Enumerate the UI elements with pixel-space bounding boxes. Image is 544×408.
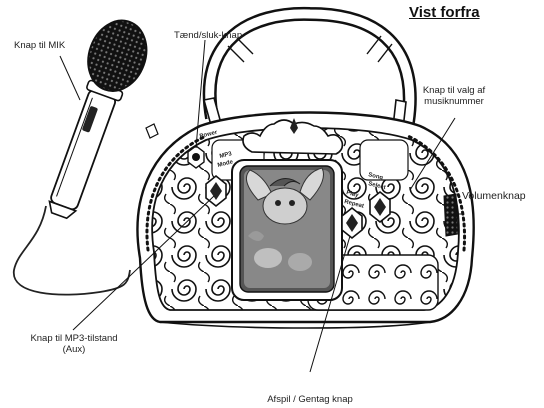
- label-mp3-mode: Knap til MP3-tilstand (Aux): [18, 333, 130, 355]
- label-microphone: Knap til MIK: [14, 40, 65, 51]
- microphone-icon: [14, 12, 156, 294]
- label-volume: Volumenknap: [462, 191, 526, 202]
- label-song-select-line1: Knap til valg af: [398, 85, 510, 96]
- label-power-switch: Tænd/sluk-knap: [174, 30, 242, 41]
- label-song-select: Knap til valg af musiknummer: [398, 85, 510, 107]
- label-play-repeat: Afspil / Gentag knap: [240, 394, 380, 405]
- label-mp3-mode-line2: (Aux): [18, 344, 130, 355]
- label-mp3-mode-line1: Knap til MP3-tilstand: [18, 333, 130, 344]
- pony-picture-icon: [232, 118, 342, 300]
- label-song-select-line2: musiknummer: [398, 96, 510, 107]
- page-title: Vist forfra: [409, 4, 480, 21]
